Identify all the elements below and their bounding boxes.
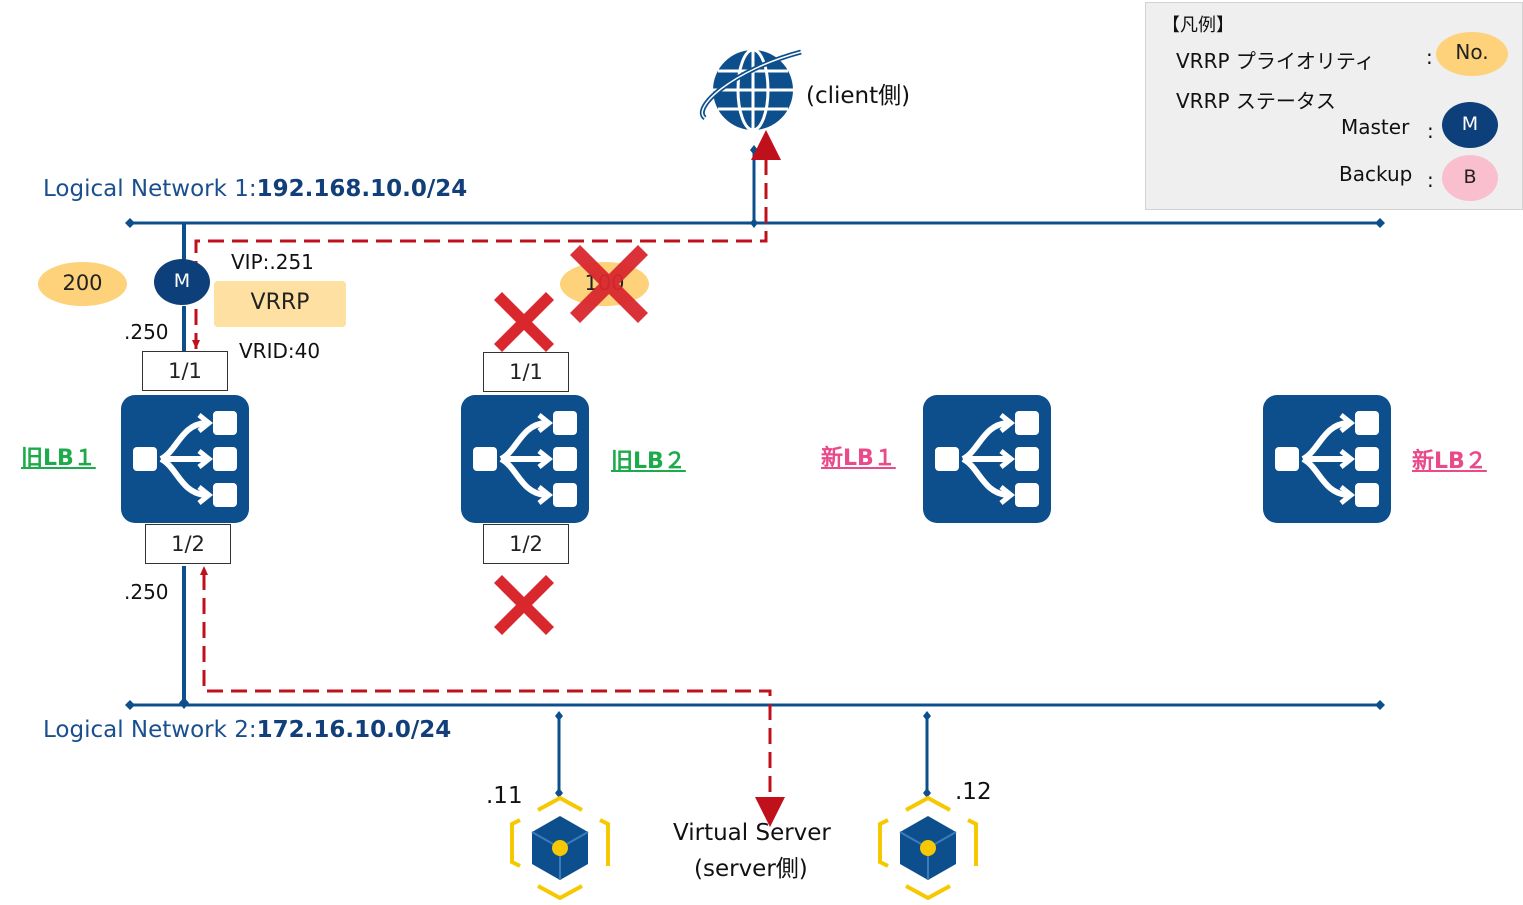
- old-lb1-ip-bottom: .250: [124, 580, 169, 604]
- client-link: [750, 145, 758, 228]
- server-links: [555, 711, 931, 798]
- legend-priority-symbol: No.: [1436, 32, 1508, 76]
- old-lb2-port-top: 1/1: [483, 352, 569, 392]
- old-lb1-label: 旧LB１: [21, 446, 96, 471]
- vrrp-box: VRRP: [214, 281, 346, 327]
- legend-master-label: Master: [1341, 115, 1410, 139]
- failure-cross-icon: [494, 575, 554, 635]
- network2-cidr: 172.16.10.0/24: [256, 717, 452, 743]
- old-lb2-label: 旧LB２: [611, 449, 686, 474]
- network2-title: Logical Network 2:172.16.10.0/24: [43, 717, 451, 743]
- flow-server: [202, 574, 785, 827]
- network1-title: Logical Network 1:192.168.10.0/24: [43, 176, 467, 202]
- virtual-server-side: (server側): [694, 856, 808, 882]
- legend-backup-symbol: B: [1442, 155, 1498, 201]
- failure-cross-icon: [494, 292, 554, 352]
- vip-label: VIP:.251: [231, 250, 314, 274]
- network2-line: [125, 700, 1385, 710]
- legend-status-label: VRRP ステータス: [1176, 89, 1336, 113]
- globe-icon: [699, 48, 802, 132]
- legend-title: 【凡例】: [1162, 15, 1234, 36]
- legend-sep: :: [1426, 45, 1433, 69]
- old-lb1-ip-top: .250: [124, 320, 169, 344]
- new-lb2-label: 新LB２: [1412, 449, 1487, 474]
- old-lb1-port-bottom: 1/2: [145, 524, 231, 564]
- legend-sep: :: [1427, 168, 1434, 192]
- vrid-label: VRID:40: [239, 339, 321, 363]
- old-lb2-port-bottom: 1/2: [483, 524, 569, 564]
- legend-sep: :: [1427, 119, 1434, 143]
- old-lb1-links: [179, 223, 189, 709]
- load-balancer-icon: [923, 395, 1051, 523]
- flow-arrow-into-lb1: [192, 340, 200, 349]
- network1-cidr: 192.168.10.0/24: [256, 176, 468, 202]
- load-balancer-icon: [1263, 395, 1391, 523]
- virtual-server-label: Virtual Server: [673, 820, 831, 846]
- virtual-server-icon: [878, 795, 978, 901]
- server1-ip: .11: [486, 783, 523, 809]
- network2-prefix: Logical Network 2:: [43, 717, 257, 743]
- failure-cross-icon: [570, 245, 648, 323]
- network1-prefix: Logical Network 1:: [43, 176, 257, 202]
- load-balancer-icon: [121, 395, 249, 523]
- load-balancer-icon: [461, 395, 589, 523]
- flow-arrow-into-lb1-bottom: [200, 566, 208, 575]
- old-lb1-port-top: 1/1: [142, 351, 228, 391]
- old-lb1-priority: 200: [38, 262, 127, 306]
- legend-backup-label: Backup: [1339, 162, 1413, 186]
- legend-master-symbol: M: [1442, 102, 1498, 148]
- server2-ip: .12: [955, 779, 992, 805]
- old-lb1-status-master: M: [154, 259, 210, 305]
- client-label: (client側): [806, 83, 911, 109]
- legend-priority-label: VRRP プライオリティ: [1176, 49, 1375, 73]
- virtual-server-icon: [510, 795, 610, 901]
- new-lb1-label: 新LB１: [821, 446, 896, 471]
